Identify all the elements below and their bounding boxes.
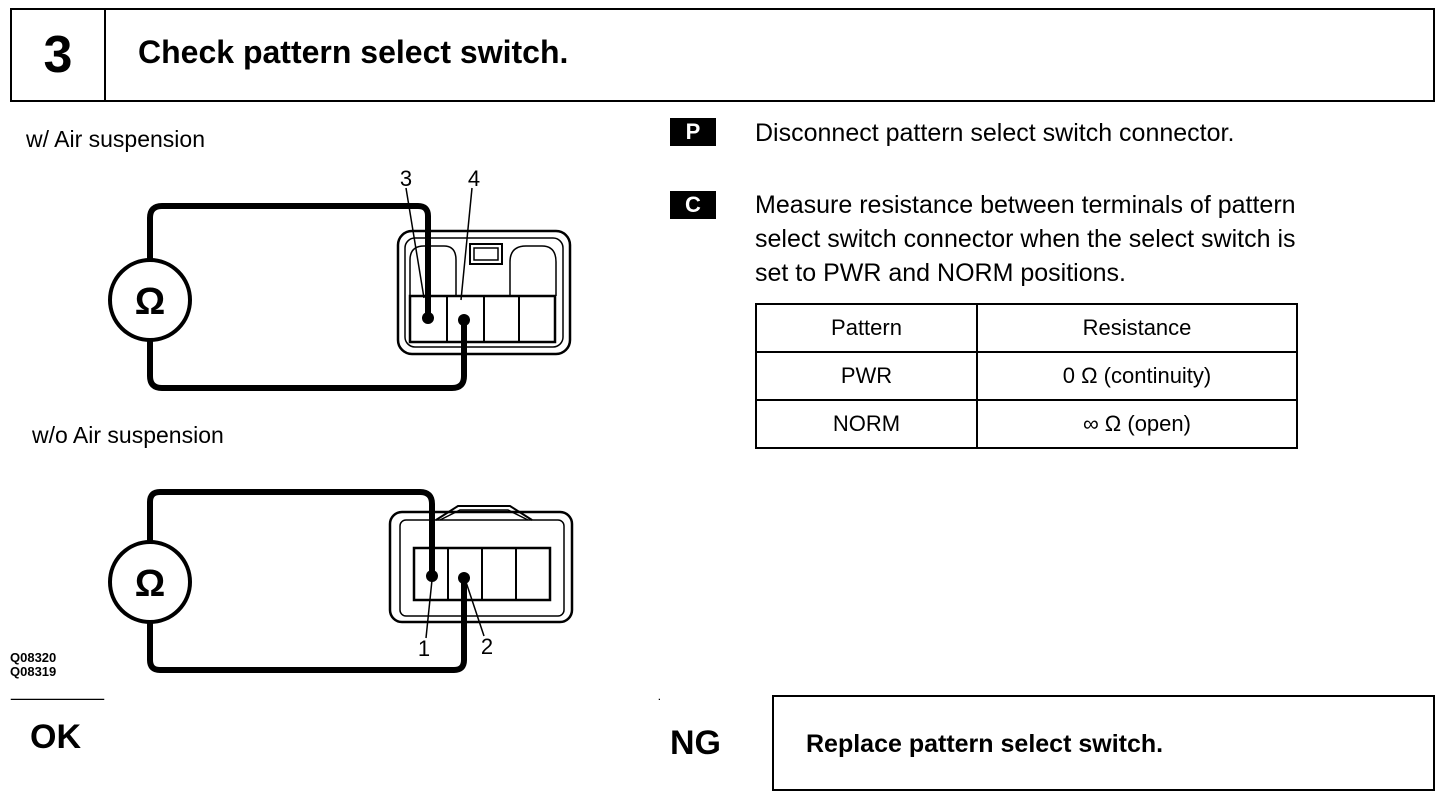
resistance-table: Pattern Resistance PWR 0 Ω (continuity) … xyxy=(755,303,1298,449)
connector-bottom xyxy=(388,510,574,624)
ohm-symbol-bottom: Ω xyxy=(135,563,165,605)
table-row: NORM ∞ Ω (open) xyxy=(755,399,1298,449)
terminal-label-4: 4 xyxy=(468,166,480,191)
terminal-label-1: 1 xyxy=(418,636,430,661)
ng-label: NG xyxy=(670,724,721,762)
connector-top xyxy=(396,229,572,356)
step-number: 3 xyxy=(12,10,106,100)
terminal-label-2: 2 xyxy=(481,634,493,659)
column-header-pattern: Pattern xyxy=(755,303,978,353)
check-instruction-line: set to PWR and NORM positions. xyxy=(755,259,1126,287)
column-header-resistance: Resistance xyxy=(976,303,1298,353)
check-instruction-line: Measure resistance between terminals of … xyxy=(755,191,1296,219)
table-row: PWR 0 Ω (continuity) xyxy=(755,351,1298,401)
table-cell: ∞ Ω (open) xyxy=(976,399,1298,449)
ng-action-text: Replace pattern select switch. xyxy=(806,730,1164,758)
ok-label: OK xyxy=(30,718,81,756)
figure-code: Q08320 xyxy=(10,650,57,665)
check-instruction-line: select switch connector when the select … xyxy=(755,225,1296,253)
terminal-label-3: 3 xyxy=(400,166,412,191)
figure-codes: Q08320 Q08319 xyxy=(10,651,56,679)
table-cell: 0 Ω (continuity) xyxy=(976,351,1298,401)
prepare-instruction: Disconnect pattern select switch connect… xyxy=(755,119,1235,147)
figure-code: Q08319 xyxy=(10,664,57,679)
with-air-suspension-label: w/ Air suspension xyxy=(26,126,205,152)
step-header: 3 Check pattern select switch. xyxy=(10,8,1435,102)
table-header-row: Pattern Resistance xyxy=(755,303,1298,353)
without-air-suspension-label: w/o Air suspension xyxy=(32,422,224,448)
ohm-symbol-top: Ω xyxy=(135,281,165,323)
prepare-tag: P xyxy=(670,118,716,146)
ng-action-box: Replace pattern select switch. xyxy=(772,695,1435,791)
wiring-diagram: Ω Ω 3 4 1 2 xyxy=(10,166,660,700)
table-cell: PWR xyxy=(755,351,978,401)
check-tag: C xyxy=(670,191,716,219)
step-title: Check pattern select switch. xyxy=(138,34,569,70)
check-instruction: Measure resistance between terminals of … xyxy=(755,188,1435,290)
table-cell: NORM xyxy=(755,399,978,449)
